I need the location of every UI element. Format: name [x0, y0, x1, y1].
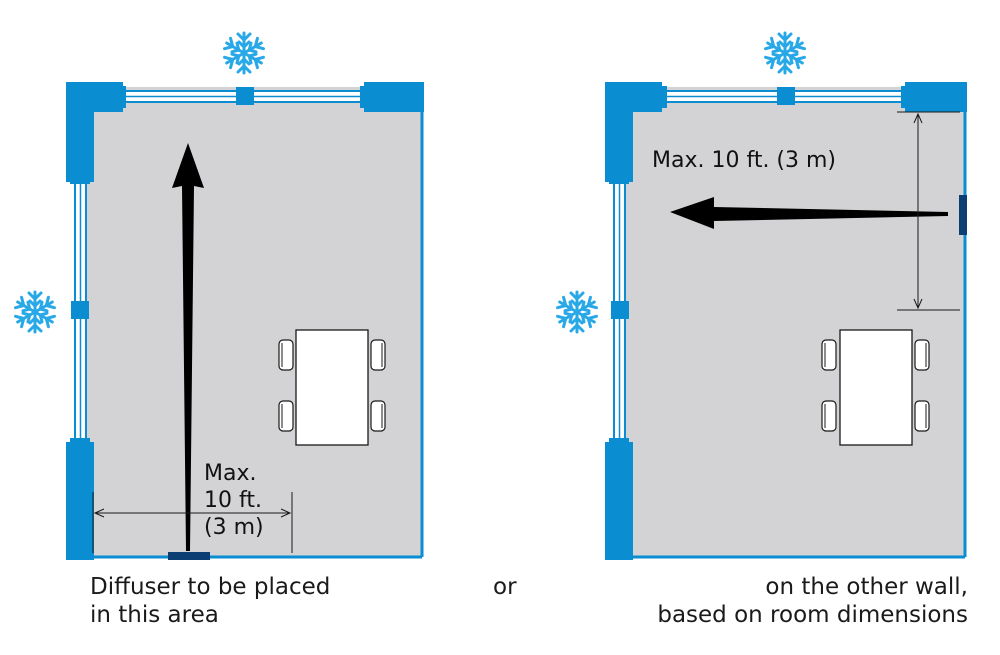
- right-dining-table: [821, 329, 930, 446]
- right-dimension-label: Max. 10 ft. (3 m): [652, 148, 837, 173]
- right-caption-line-2: based on room dimensions: [657, 602, 968, 628]
- right-dimension-line: [897, 111, 960, 311]
- left-caption-line-1: Diffuser to be placed: [90, 574, 331, 600]
- left-caption: Diffuser to be placed in this area: [90, 573, 330, 629]
- left-floor: [80, 87, 422, 557]
- right-caption-line-1: on the other wall,: [765, 574, 968, 600]
- right-walls: [605, 82, 967, 560]
- left-dimension-label: Max. 10 ft. (3 m): [204, 460, 264, 541]
- right-caption: on the other wall, based on room dimensi…: [657, 573, 968, 629]
- right-floor: [623, 87, 965, 557]
- left-diffuser: [168, 552, 210, 560]
- left-room: [15, 33, 424, 560]
- right-diffuser: [959, 195, 967, 235]
- separator-text: or: [493, 574, 517, 600]
- left-airflow-arrow: [172, 143, 204, 551]
- left-dimension-line-3: (3 m): [204, 515, 264, 540]
- right-airflow-arrow: [670, 197, 948, 229]
- snowflake-icon: [765, 33, 806, 73]
- left-dimension-line: [92, 492, 293, 553]
- snowflake-icon: [224, 33, 265, 73]
- left-side-window: [71, 181, 89, 445]
- left-dimension-line-2: 10 ft.: [204, 488, 262, 513]
- snowflake-icon: [15, 292, 56, 332]
- right-room: [557, 33, 967, 560]
- left-dimension-line-1: Max.: [204, 461, 257, 486]
- left-dining-table: [278, 329, 386, 446]
- left-caption-line-2: in this area: [90, 602, 219, 628]
- snowflake-icon: [557, 292, 598, 332]
- left-walls: [66, 82, 424, 560]
